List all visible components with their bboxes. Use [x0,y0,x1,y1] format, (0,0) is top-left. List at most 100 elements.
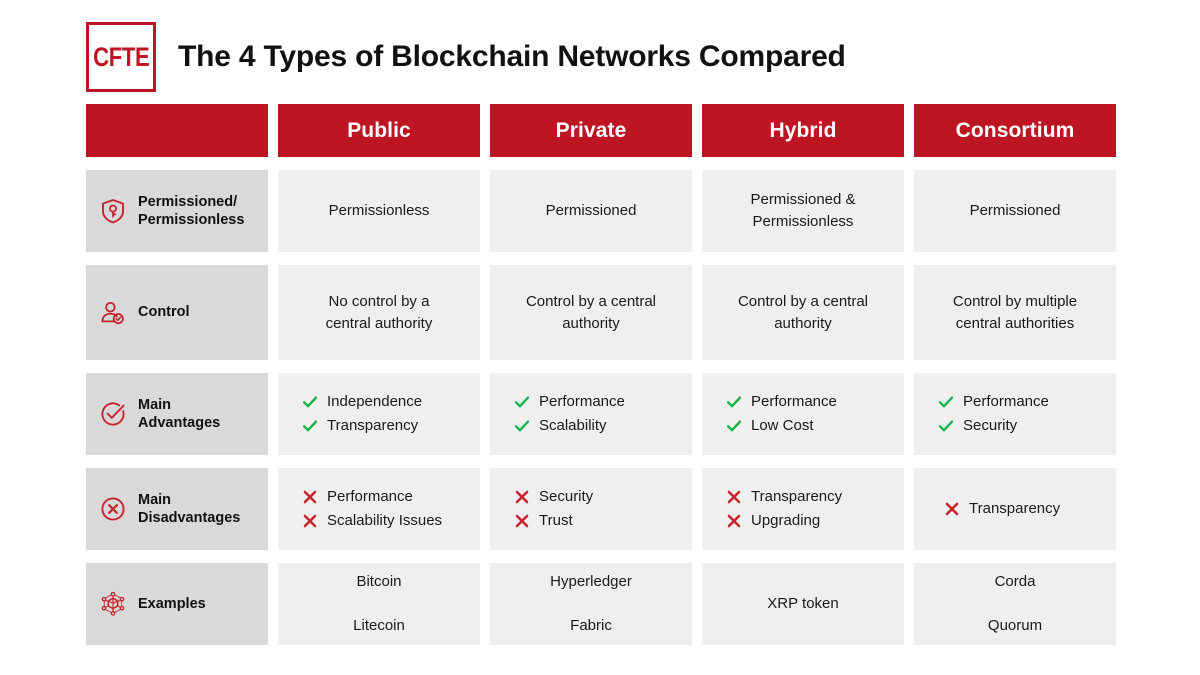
cell-text: Bitcoin Litecoin [353,571,405,637]
cell-private-advantages: Performance Scalability [490,373,692,455]
cell-hybrid-disadvantages: Transparency Upgrading [702,468,904,550]
list-item-label: Security [539,488,594,505]
cell-text-line2: Litecoin [353,617,405,634]
check-icon [514,394,530,410]
list-item-label: Upgrading [751,512,821,529]
cell-text-line1: Control by a central [525,292,657,310]
cell-text: Permissioned [969,202,1061,220]
cell-text-line2: central authorities [955,314,1075,332]
advantage-list: Performance Scalability [514,393,625,435]
list-item: Trust [514,512,593,530]
table-header-row: Public Private Hybrid Consortium [86,104,1116,157]
row-label-permissioned: Permissioned/ Permissionless [86,170,268,252]
cell-text-line1: Control by a central [737,292,869,310]
cell-text: XRP token [767,595,839,613]
list-item: Transparency [944,500,1060,518]
cell-text-line1: Control by multiple [952,292,1078,310]
list-item-label: Security [963,417,1018,434]
cell-text-line2: Quorum [987,617,1043,634]
column-header-consortium: Consortium [914,104,1116,157]
check-icon [726,394,742,410]
cell-consortium-disadvantages: Transparency [914,468,1116,550]
cross-icon [944,501,960,517]
check-icon [514,418,530,434]
list-item: Performance [302,488,442,506]
cell-text-line1: No control by a [328,292,430,310]
list-item-label: Transparency [327,417,419,434]
cfte-logo: CFTE [86,22,156,92]
cell-text-line2: authority [774,314,832,332]
cell-text: Permissioned [545,202,637,220]
header: CFTE The 4 Types of Blockchain Networks … [86,22,846,92]
list-item: Transparency [726,488,842,506]
comparison-table: Public Private Hybrid Consortium [86,104,1116,645]
row-label-line2: Advantages [138,415,221,431]
cell-text-line1: Corda [994,573,1036,591]
list-item: Transparency [302,417,422,435]
cell-public-examples: Bitcoin Litecoin [278,563,480,645]
column-header-label: Consortium [955,118,1075,142]
list-item-label: Performance [963,393,1049,410]
cell-text-line1: Permissioned & [750,191,856,209]
cell-text-line1: Bitcoin [356,573,402,591]
row-label-line1: Permissioned/ [138,193,238,210]
list-item: Security [514,488,593,506]
row-label-text: Examples [138,595,206,612]
disadvantage-list: Performance Scalability Issues [302,488,442,530]
cross-icon [302,489,318,505]
disadvantage-list: Security Trust [514,488,593,530]
cross-icon [726,513,742,529]
list-item: Scalability [514,417,625,435]
row-label-control: Control [86,265,268,360]
list-item-label: Performance [751,393,837,410]
row-label-text: Control [138,304,190,321]
cell-consortium-control: Control by multiple central authorities [914,265,1116,360]
cfte-logo-text: CFTE [92,41,150,72]
cell-text: Control by a central authority [526,291,656,335]
list-item-label: Scalability [539,417,607,434]
cell-text-line2: Permissionless [752,213,854,230]
cell-text-line1: Hyperledger [550,573,632,591]
row-label-main-advantages: Main Advantages [86,373,268,455]
column-header-public: Public [278,104,480,157]
list-item-label: Performance [539,393,625,410]
cell-public-control: No control by a central authority [278,265,480,360]
cross-icon [514,513,530,529]
list-item: Security [938,417,1049,435]
column-header-label: Public [347,118,411,142]
row-label-line1: Main [138,491,172,508]
cell-text: Corda Quorum [988,571,1042,637]
list-item: Performance [514,393,625,411]
list-item: Performance [726,393,837,411]
cell-text: Control by a central authority [738,291,868,335]
cell-private-control: Control by a central authority [490,265,692,360]
user-check-icon [99,299,127,327]
cell-text-line2: central authority [325,314,433,332]
cell-public-advantages: Independence Transparency [278,373,480,455]
list-item-label: Low Cost [751,417,814,434]
column-header-label: Private [555,118,627,142]
cell-text: No control by a central authority [326,291,433,335]
row-label-line2: Permissionless [138,212,245,228]
cross-icon [514,489,530,505]
column-header-hybrid: Hybrid [702,104,904,157]
cell-consortium-permissioned: Permissioned [914,170,1116,252]
cell-private-disadvantages: Security Trust [490,468,692,550]
check-icon [938,394,954,410]
list-item-label: Independence [327,393,423,410]
row-label-line1: Main [138,396,172,413]
x-circle-icon [99,495,127,523]
disadvantage-list: Transparency Upgrading [726,488,842,530]
shield-key-icon [99,197,127,225]
table-corner-cell [86,104,268,157]
table-row: Main Disadvantages Performance [86,468,1116,550]
check-icon [302,394,318,410]
list-item: Performance [938,393,1049,411]
row-label-text: Main Disadvantages [138,491,240,527]
table-row: Examples Bitcoin Litecoin Hyperledger Fa… [86,563,1116,645]
list-item: Low Cost [726,417,837,435]
cell-text: Permissionless [328,202,430,220]
list-item: Scalability Issues [302,512,442,530]
cell-hybrid-permissioned: Permissioned & Permissionless [702,170,904,252]
